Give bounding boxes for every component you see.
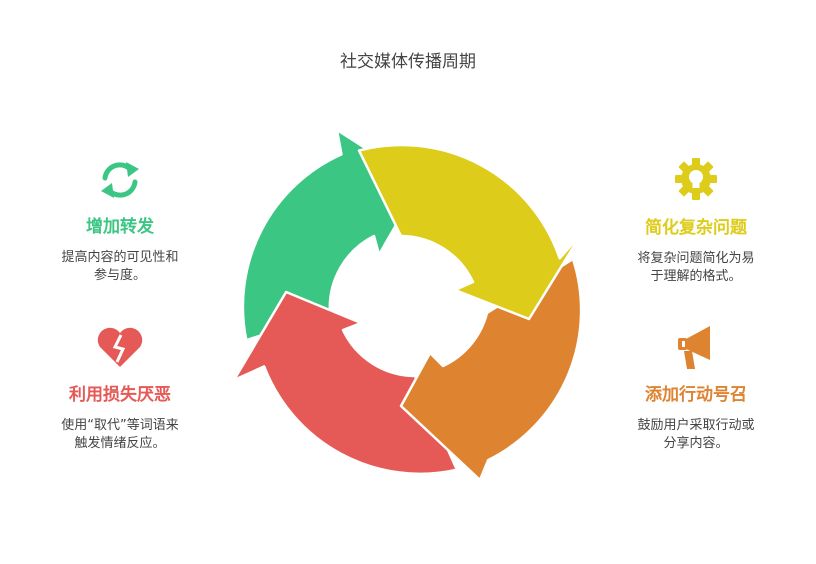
stage-description-line: 触发情绪反应。 — [74, 436, 166, 451]
stage-description: 使用“取代”等词语来 触发情绪反应。 — [30, 417, 210, 453]
refresh-icon — [101, 162, 139, 198]
cycle-arrow-orange — [399, 257, 583, 482]
stage-heading: 简化复杂问题 — [645, 218, 747, 238]
stage-description-line: 将复杂问题简化为易 — [637, 251, 755, 266]
stage-description: 提高内容的可见性和 参与度。 — [30, 249, 210, 285]
stage-heading: 添加行动号召 — [645, 385, 747, 405]
stage-simplify-problems: 简化复杂问题 将复杂问题简化为易 于理解的格式。 — [606, 155, 786, 286]
stage-description-line: 鼓励用户采取行动或 — [637, 418, 755, 433]
diagram-title: 社交媒体传播周期 — [340, 52, 476, 72]
stage-description-line: 分享内容。 — [663, 436, 729, 451]
stage-description-line: 参与度。 — [93, 268, 146, 283]
stage-heading: 利用损失厌恶 — [69, 385, 171, 405]
stage-description: 将复杂问题简化为易 于理解的格式。 — [606, 250, 786, 286]
stage-description-line: 提高内容的可见性和 — [61, 250, 179, 265]
stage-description: 鼓励用户采取行动或 分享内容。 — [606, 417, 786, 453]
stage-description-line: 于理解的格式。 — [650, 269, 742, 284]
cycle-arrow-red — [232, 290, 459, 475]
stage-loss-aversion: 利用损失厌恶 使用“取代”等词语来 触发情绪反应。 — [30, 324, 210, 453]
broken-heart-icon — [97, 327, 143, 367]
stage-increase-reshare: 增加转发 提高内容的可见性和 参与度。 — [30, 158, 210, 285]
stage-description-line: 使用“取代”等词语来 — [61, 418, 179, 433]
cycle-arrow-yellow — [357, 143, 584, 321]
stage-call-to-action: 添加行动号召 鼓励用户采取行动或 分享内容。 — [606, 324, 786, 453]
gear-bulb-icon — [675, 158, 717, 200]
megaphone-icon — [678, 326, 710, 369]
stage-heading: 增加转发 — [86, 217, 154, 237]
